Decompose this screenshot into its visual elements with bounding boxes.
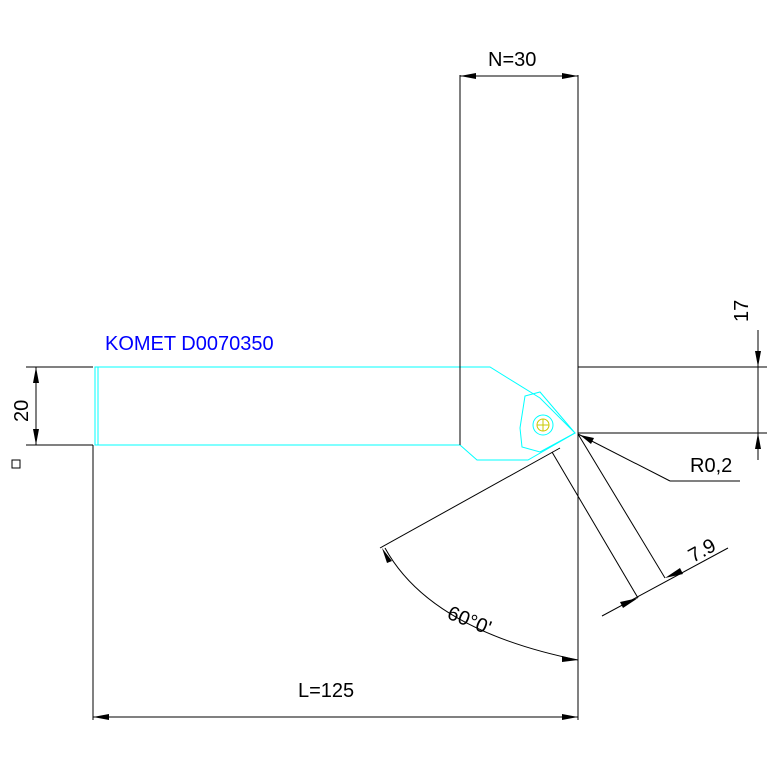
insert-outline xyxy=(519,391,576,453)
dim-shank-label: 20 xyxy=(11,400,33,422)
dim-height-label: 17 xyxy=(731,300,753,322)
dimension-shank: 20 xyxy=(11,367,39,469)
dimension-length: L=125 xyxy=(93,680,578,720)
dim-n-label: N=30 xyxy=(488,49,536,71)
dim-width-label: 7.9 xyxy=(685,535,720,568)
dimension-angle: 60°0' xyxy=(379,447,579,662)
reference-lines xyxy=(26,75,767,720)
shank-outline xyxy=(94,366,576,461)
tool-body xyxy=(94,366,576,461)
dimension-height: 17 xyxy=(731,300,761,460)
tool-title: KOMET D0070350 xyxy=(105,333,274,355)
insert-hole xyxy=(532,414,554,436)
dim-radius-label: R0,2 xyxy=(690,455,732,477)
dim-length-label: L=125 xyxy=(298,680,354,702)
dimension-radius: R0,2 xyxy=(577,433,740,482)
dimension-n: N=30 xyxy=(460,49,578,79)
dim-angle-label: 60°0' xyxy=(444,602,494,639)
small-square-marker xyxy=(11,459,21,469)
